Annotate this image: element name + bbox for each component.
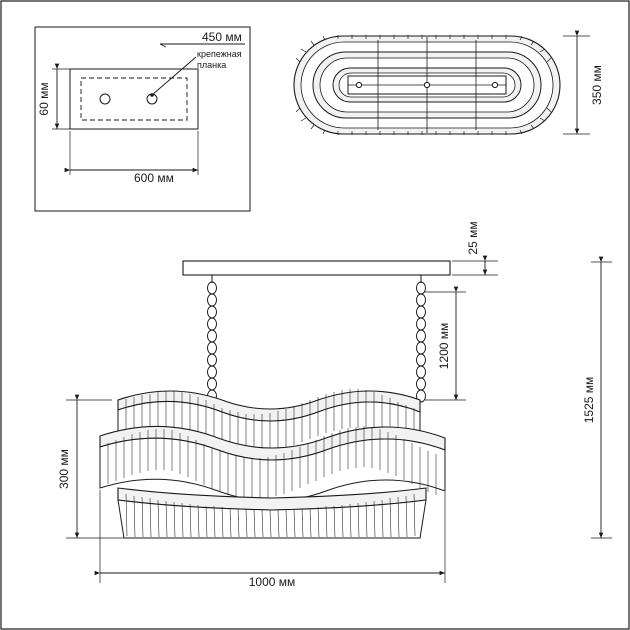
tier3-crystal-lines — [125, 493, 416, 538]
callout-label-line1: крепежная — [197, 49, 242, 59]
total-width-label: 1000 мм — [249, 575, 296, 589]
plan-crystal-ticks — [295, 35, 552, 135]
canopy-height-label: 25 мм — [466, 221, 480, 254]
tier2-crystal-panel — [99, 437, 446, 502]
chain-length-label: 1200 мм — [437, 323, 451, 370]
top-plan-view — [293, 30, 590, 135]
plate-width-label: 450 мм — [202, 30, 242, 44]
plan-suspension-point-center — [423, 81, 431, 89]
mounting-hole-right — [146, 93, 158, 105]
plate-width-dim-tick — [159, 43, 167, 48]
front-elevation-view — [66, 255, 612, 583]
chain-right — [416, 281, 426, 403]
total-height-label: 1525 мм — [582, 377, 596, 424]
tier1-crystal-lines — [125, 389, 415, 453]
plate-width-600-label: 600 мм — [134, 171, 174, 185]
canopy-bar — [182, 260, 451, 276]
plan-suspension-point-left — [355, 81, 363, 89]
tier3-crystal-panel — [117, 499, 427, 539]
plan-suspension-point-right — [491, 81, 499, 89]
tier2-crystal-lines — [107, 426, 437, 499]
plan-depth-label: 350 мм — [590, 65, 604, 105]
plate-inner-dashed — [80, 77, 188, 121]
chain-left — [207, 281, 217, 403]
callout-leader — [150, 56, 197, 97]
callout-label-line2: планка — [197, 60, 226, 70]
mounting-hole-left — [99, 93, 111, 105]
mounting-plate-detail — [34, 26, 251, 212]
plate-outline — [69, 68, 199, 130]
fixture-height-label: 300 мм — [57, 449, 71, 489]
plate-height-60-label: 60 мм — [37, 82, 51, 115]
